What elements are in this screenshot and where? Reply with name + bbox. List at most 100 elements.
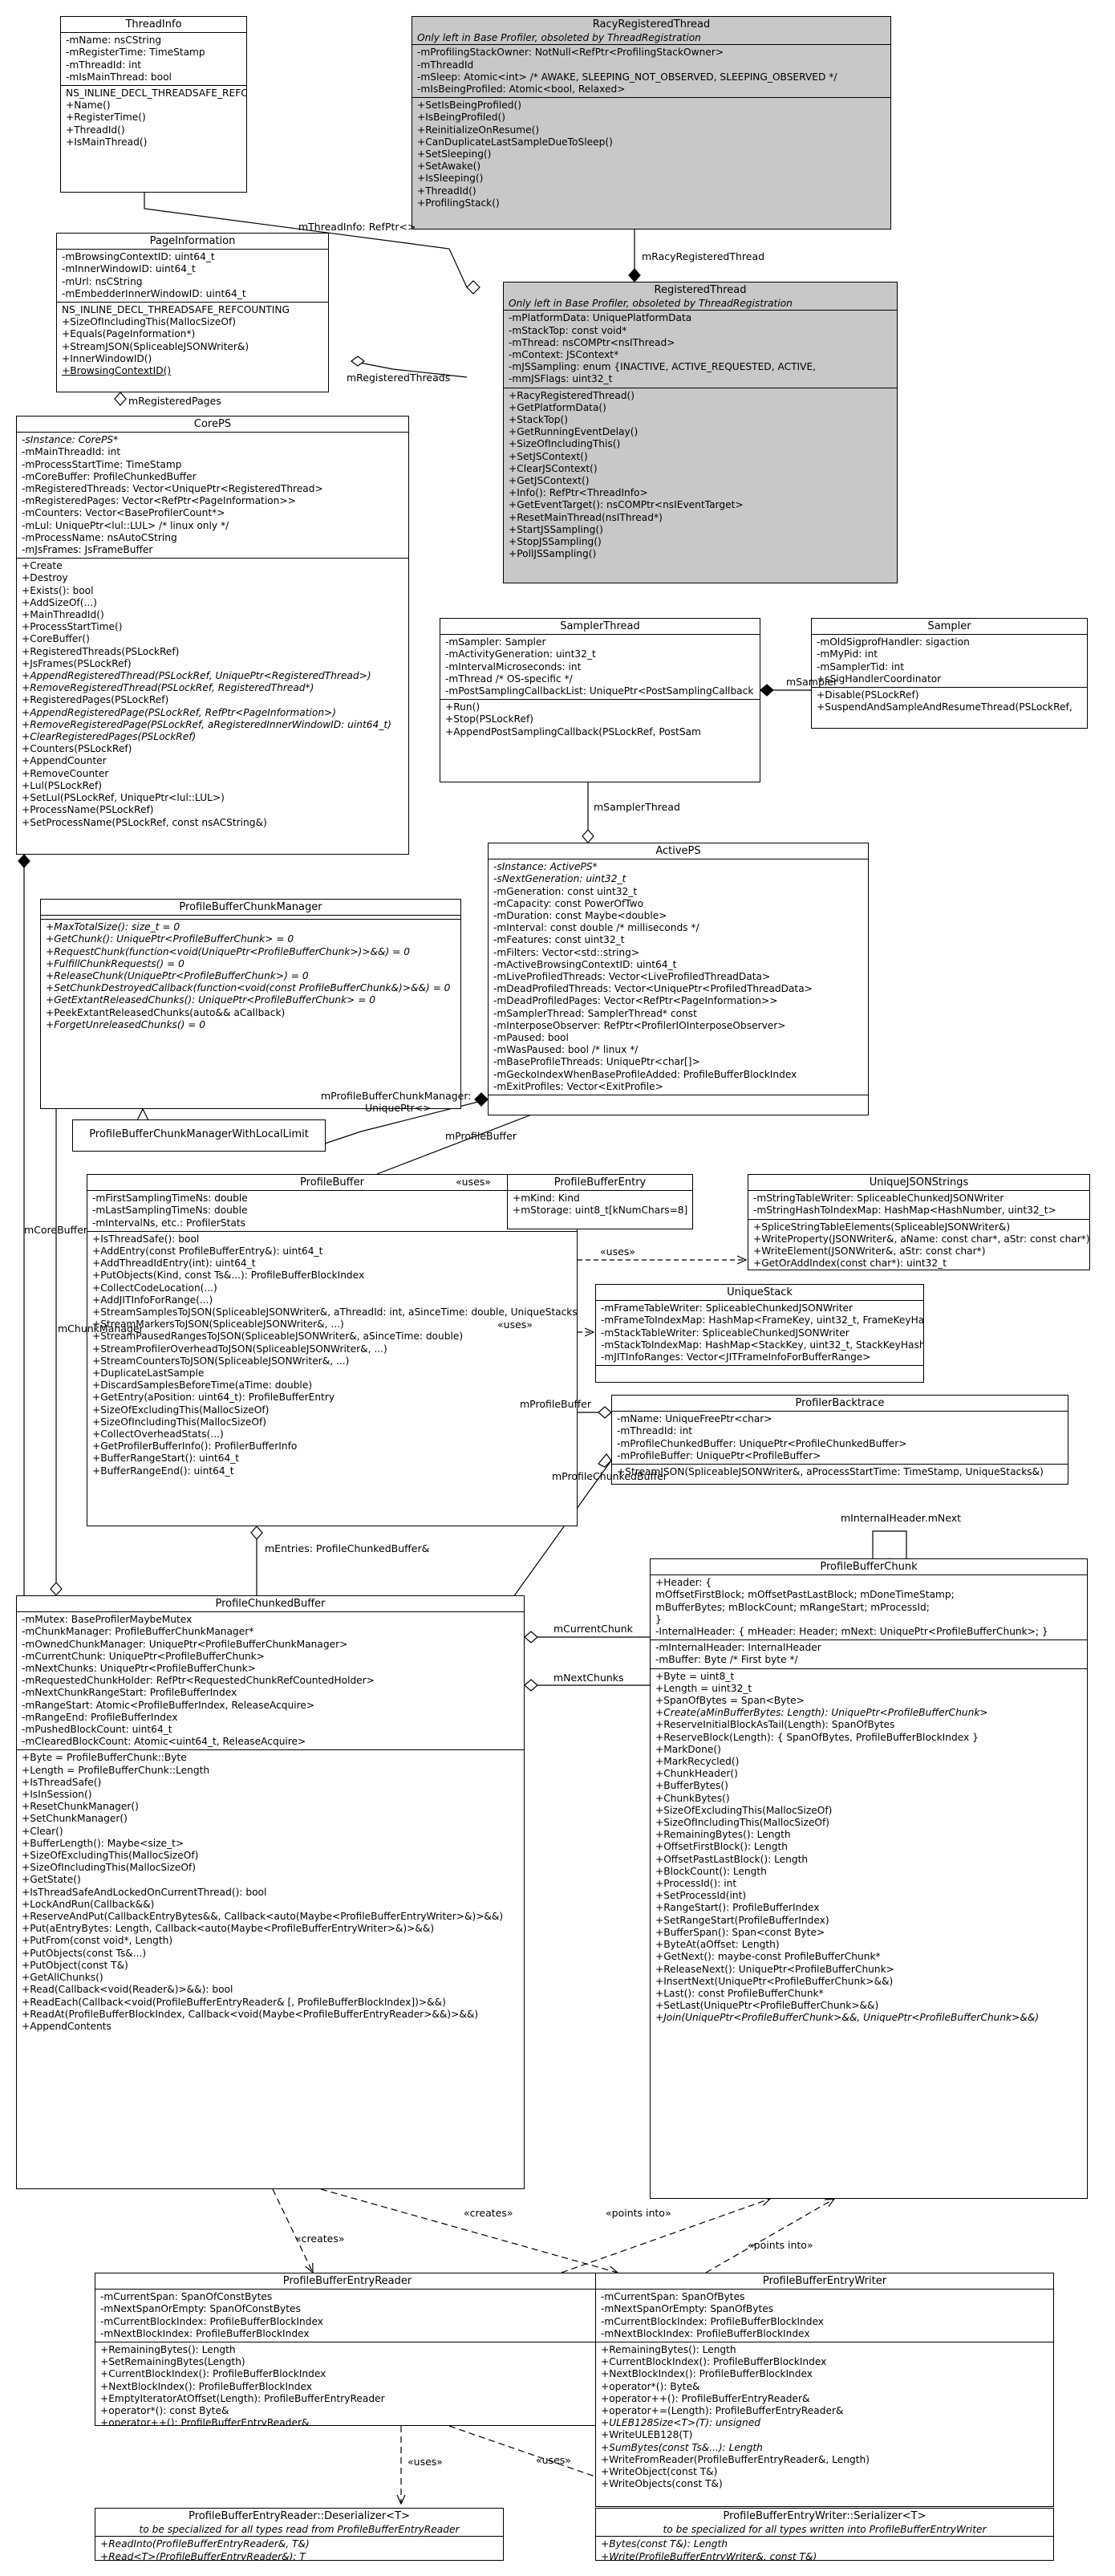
member-line: -mStringTableWriter: SpliceableChunkedJS… bbox=[753, 1193, 1004, 1205]
attributes: -mSampler: Sampler-mActivityGeneration: … bbox=[440, 635, 760, 701]
class-profile-chunked-buffer: ProfileChunkedBuffer -mMutex: BaseProfil… bbox=[16, 1595, 525, 2189]
diamond-chunk-manager-short bbox=[50, 1582, 63, 1596]
member-line: +IsMainThread() bbox=[66, 136, 148, 148]
attributes: -mCurrentSpan: SpanOfConstBytes-mNextSpa… bbox=[95, 2290, 599, 2343]
member-line: +ReserveBlock(Length): { SpanOfBytes, Pr… bbox=[655, 1731, 979, 1743]
attributes: -mCurrentSpan: SpanOfBytes-mNextSpanOrEm… bbox=[596, 2290, 1053, 2343]
member-line: +SetRemainingBytes(Length) bbox=[100, 2356, 245, 2368]
member-line: NS_INLINE_DECL_THREADSAFE_REFCOUNTING bbox=[62, 304, 290, 316]
operations: +ReadInto(ProfileBufferEntryReader&, T&)… bbox=[95, 2537, 503, 2560]
member-line: -mLul: UniquePtr<lul::LUL> /* linux only… bbox=[22, 519, 229, 531]
member-line: -mCapacity: const PowerOfTwo bbox=[493, 897, 644, 909]
member-line: +IsBeingProfiled() bbox=[417, 112, 506, 124]
member-line: +CollectOverheadStats(...) bbox=[92, 1428, 224, 1440]
member-line: -mInnerWindowID: uint64_t bbox=[62, 263, 196, 275]
member-line: +GetOrAddIndex(const char*): uint32_t bbox=[753, 1258, 947, 1270]
member-line: -mJITInfoRanges: Vector<JITFrameInfoForB… bbox=[601, 1351, 871, 1363]
member-line: +ThreadId() bbox=[66, 124, 125, 136]
member-line: -mSleep: Atomic<int> /* AWAKE, SLEEPING_… bbox=[417, 71, 837, 83]
class-title: ProfileBufferChunk bbox=[651, 1559, 1087, 1576]
member-line: +WriteProperty(JSONWriter&, aName: const… bbox=[753, 1233, 1090, 1245]
member-line: -mFrameTableWriter: SpliceableChunkedJSO… bbox=[601, 1302, 853, 1314]
class-title: ProfileBufferEntryReader bbox=[95, 2273, 599, 2290]
class-serializer: ProfileBufferEntryWriter::Serializer<T> … bbox=[595, 2508, 1054, 2561]
attributes bbox=[41, 916, 460, 920]
member-line: +mStorage: uint8_t[kNumChars=8] bbox=[513, 1205, 688, 1217]
class-title: SamplerThread bbox=[440, 619, 760, 636]
class-title: ProfileBufferEntryWriter::Serializer<T> bbox=[723, 2510, 926, 2522]
member-line: -mNextChunkRangeStart: ProfileBufferInde… bbox=[22, 1687, 237, 1699]
member-line: -mPlatformData: UniquePlatformData bbox=[509, 312, 692, 324]
member-line: -mRangeStart: Atomic<ProfileBufferIndex,… bbox=[22, 1699, 315, 1711]
class-entry-reader: ProfileBufferEntryReader -mCurrentSpan: … bbox=[95, 2273, 600, 2426]
member-line: +ReadInto(ProfileBufferEntryReader&, T&) bbox=[100, 2538, 310, 2550]
operations: NS_INLINE_DECL_THREADSAFE_REFCOUNTING+Si… bbox=[57, 303, 328, 379]
operations: +SetIsBeingProfiled()+IsBeingProfiled() +… bbox=[412, 98, 890, 211]
class-title: UniqueStack bbox=[596, 1285, 923, 1302]
member-line: -mContext: JSContext* bbox=[509, 349, 619, 361]
member-line: +JsFrames(PSLockRef) bbox=[22, 657, 132, 669]
member-line: +InnerWindowID() bbox=[62, 352, 152, 364]
operations: +StreamJSON(SpliceableJSONWriter&, aProc… bbox=[612, 1465, 1068, 1480]
member-line: +SetSleeping() bbox=[417, 148, 492, 160]
member-line: +ReadEach(Callback<void(ProfileBufferEnt… bbox=[22, 1996, 446, 2008]
member-line: +SetIsBeingProfiled() bbox=[417, 100, 522, 112]
class-sampler: Sampler -mOldSigprofHandler: sigaction-m… bbox=[811, 618, 1088, 729]
member-line: +AddThreadIdEntry(int): uint64_t bbox=[92, 1258, 256, 1270]
member-line: -mStackTop: const void* bbox=[509, 324, 627, 336]
member-line: -mNextBlockIndex: ProfileBufferBlockInde… bbox=[601, 2327, 810, 2339]
member-line: -mThread /* OS-specific */ bbox=[445, 672, 573, 685]
member-line: +OffsetPastLastBlock(): Length bbox=[655, 1853, 809, 1865]
attributes: +mKind: Kind+mStorage: uint8_t[kNumChars… bbox=[508, 1191, 692, 1218]
label-uses-writer: «uses» bbox=[536, 2454, 571, 2466]
member-line: +IsInSession() bbox=[22, 1789, 92, 1801]
member-line: +operator+=(Length): ProfileBufferEntryR… bbox=[601, 2405, 844, 2417]
label-points-into-2: «points into» bbox=[748, 2239, 813, 2251]
member-line: +Counters(PSLockRef) bbox=[22, 743, 132, 755]
operations: +Byte = ProfileBufferChunk::Byte+Length … bbox=[17, 1750, 524, 2034]
member-line: +CurrentBlockIndex(): ProfileBufferBlock… bbox=[601, 2356, 827, 2368]
member-line: +Disable(PSLockRef) bbox=[817, 689, 919, 701]
member-line: +DuplicateLastSample bbox=[92, 1367, 205, 1379]
operations: +MaxTotalSize(): size_t = 0+GetChunk(): … bbox=[41, 920, 460, 1033]
member-line: -sNextGeneration: uint32_t bbox=[493, 873, 626, 885]
operations: +RemainingBytes(): Length+CurrentBlockIn… bbox=[596, 2342, 1053, 2492]
member-line: -mFilters: Vector<std::string> bbox=[493, 946, 640, 958]
member-line: -mName: nsCString bbox=[66, 35, 162, 47]
member-line: +AddJITInfoForRange(...) bbox=[92, 1294, 213, 1306]
member-line: -mPostSamplingCallbackList: UniquePtr<Po… bbox=[445, 685, 754, 697]
member-line: +PutObjects(Kind, const Ts&...): Profile… bbox=[92, 1270, 365, 1282]
label-points-into-1: «points into» bbox=[606, 2207, 671, 2219]
class-local-limit-manager: ProfileBufferChunkManagerWithLocalLimit bbox=[72, 1119, 326, 1152]
diamond-registered-pages bbox=[114, 392, 127, 406]
member-line: -mRegisteredThreads: Vector<UniquePtr<Re… bbox=[22, 483, 323, 495]
member-line: +RemainingBytes(): Length bbox=[100, 2344, 236, 2356]
class-profile-buffer-entry: ProfileBufferEntry +mKind: Kind+mStorage… bbox=[507, 1174, 693, 1229]
label-registered-threads: mRegisteredThreads bbox=[347, 372, 451, 384]
member-line: +StreamProfilerOverheadToJSON(Spliceable… bbox=[92, 1343, 387, 1355]
member-line: -mCurrentBlockIndex: ProfileBufferBlockI… bbox=[601, 2315, 824, 2327]
member-line: -mThreadId: int bbox=[617, 1425, 693, 1437]
member-line: +CurrentBlockIndex(): ProfileBufferBlock… bbox=[100, 2368, 326, 2380]
member-line: -mSamplerThread: SamplerThread* const bbox=[493, 1007, 697, 1019]
member-line: -mChunkManager: ProfileBufferChunkManage… bbox=[22, 1626, 254, 1638]
member-line: +AddSizeOf(...) bbox=[22, 596, 97, 608]
member-line: +PollJSSampling() bbox=[509, 548, 597, 560]
member-line: +CollectCodeLocation(...) bbox=[92, 1282, 217, 1294]
class-page-information: PageInformation -mBrowsingContextID: uin… bbox=[56, 233, 329, 392]
label-chunk-manager-short: mChunkManager bbox=[58, 1323, 144, 1335]
class-profile-buffer: ProfileBuffer -mFirstSamplingTimeNs: dou… bbox=[87, 1174, 578, 1526]
member-line: +StreamCountersToJSON(SpliceableJSONWrit… bbox=[92, 1355, 350, 1367]
class-unique-json-strings: UniqueJSONStrings -mStringTableWriter: S… bbox=[748, 1174, 1090, 1270]
edge-creates1 bbox=[272, 2188, 313, 2273]
member-line: +StreamJSON(SpliceableJSONWriter&) bbox=[62, 340, 249, 352]
member-line: +Bytes(const T&): Length bbox=[601, 2538, 728, 2550]
member-line: +DiscardSamplesBeforeTime(aTime: double) bbox=[92, 1379, 313, 1392]
member-line: -mJsFrames: JsFrameBuffer bbox=[22, 544, 153, 556]
label-core-buffer: mCoreBuffer bbox=[24, 1224, 88, 1236]
member-line: +Lul(PSLockRef) bbox=[22, 779, 102, 791]
member-line: +GetExtantReleasedChunks(): UniquePtr<Pr… bbox=[46, 994, 376, 1006]
member-line: +ReadAt(ProfileBufferBlockIndex, Callbac… bbox=[22, 2008, 479, 2020]
member-line: +IsThreadSafe(): bool bbox=[92, 1233, 200, 1245]
member-line: +ClearJSContext() bbox=[509, 462, 598, 474]
